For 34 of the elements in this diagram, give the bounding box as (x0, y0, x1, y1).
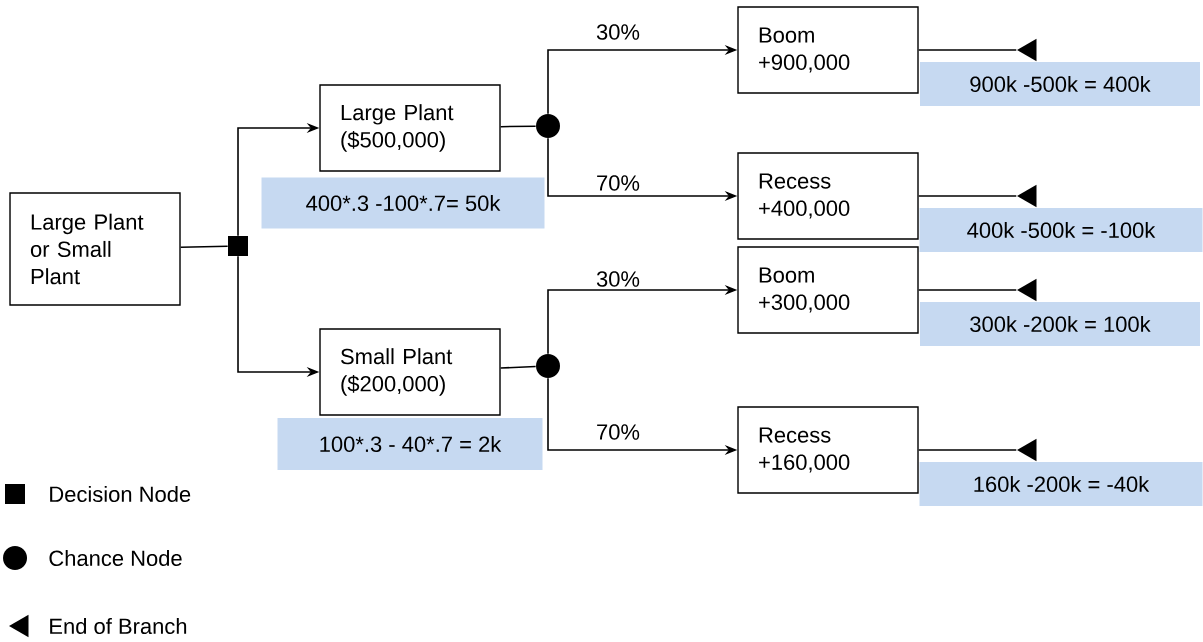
decision-square (228, 236, 248, 256)
edge-label: 70% (594, 173, 642, 193)
connector (917, 289, 1018, 291)
edge-label: 70% (594, 422, 642, 442)
end-triangle (1017, 184, 1037, 208)
legend-label: Decision Node (50, 485, 191, 503)
edge-label: 30% (594, 22, 642, 42)
connector (499, 365, 537, 369)
end-triangle (1017, 38, 1037, 62)
end-triangle (1017, 278, 1037, 302)
chance-circle (536, 354, 560, 378)
result-box: 400k -500k = -100k (919, 208, 1203, 252)
option-box: Boom +300,000 (737, 246, 919, 334)
edge-label: 30% (594, 269, 642, 289)
option-box: Large Plant ($500,000) (319, 84, 501, 172)
option-box: Recess +160,000 (737, 406, 919, 494)
connector (179, 245, 229, 248)
result-box: 400*.3 -100*.7= 50k (261, 177, 545, 229)
connector (917, 195, 1018, 197)
option-box: Boom +900,000 (737, 6, 919, 94)
connector (917, 449, 1018, 451)
connector (917, 49, 1018, 51)
chance-circle (536, 114, 560, 138)
result-box: 300k -200k = 100k (920, 302, 1200, 346)
result-box: 160k -200k = -40k (919, 462, 1203, 506)
option-box: Recess +400,000 (737, 152, 919, 240)
legend-label: Chance Node (49, 549, 182, 567)
result-box: 900k -500k = 400k (920, 62, 1200, 106)
end-triangle (1017, 438, 1037, 462)
decision-box: Large Plant or Small Plant (9, 192, 181, 306)
legend-label: End of Branch (50, 617, 187, 635)
result-box: 100*.3 - 40*.7 = 2k (277, 418, 543, 470)
connector (499, 125, 537, 128)
option-box: Small Plant ($200,000) (319, 328, 501, 416)
